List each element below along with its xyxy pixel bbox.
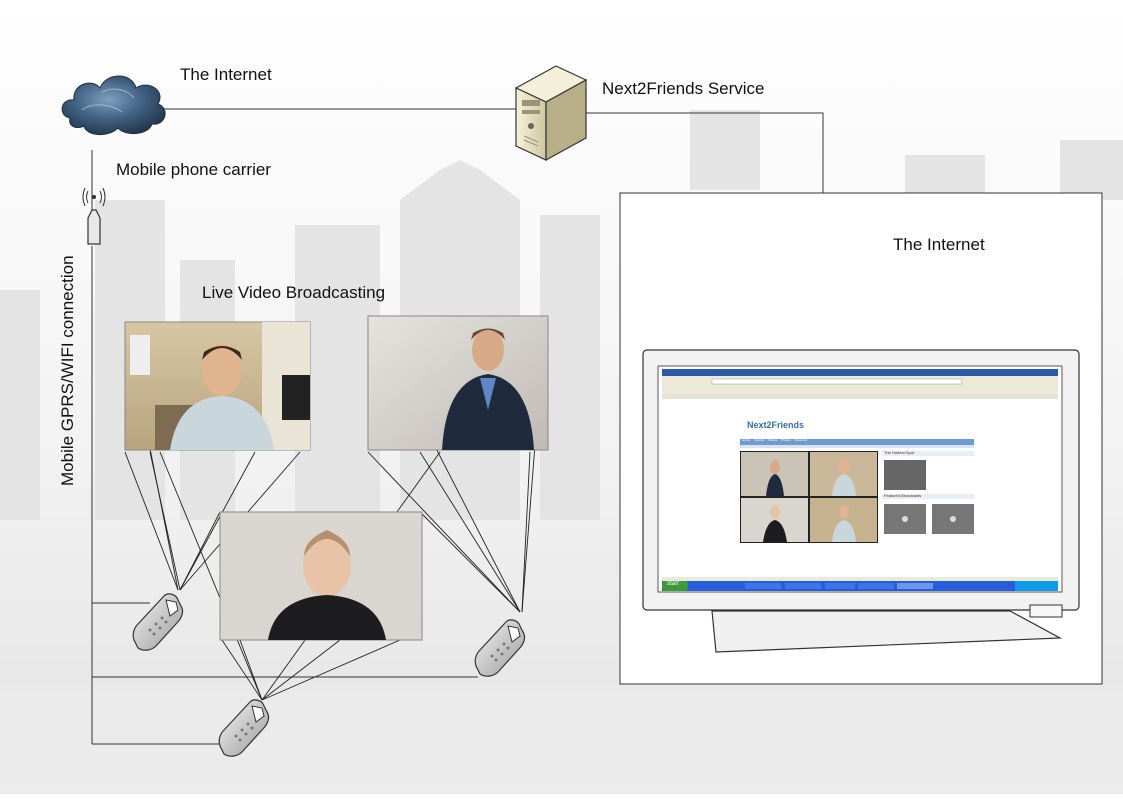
label-internet-right: The Internet <box>893 235 985 254</box>
video-frame-office <box>124 321 311 451</box>
video-frame-suit <box>367 315 549 451</box>
label-internet-top: The Internet <box>180 65 272 84</box>
service-to-internet-line <box>580 112 824 220</box>
mobile-phone-3 <box>218 699 270 757</box>
nav-friends[interactable]: Friends <box>754 438 765 442</box>
start-button[interactable]: start <box>667 581 679 587</box>
label-service: Next2Friends Service <box>602 79 765 98</box>
nav-networks[interactable]: Networks <box>794 438 808 442</box>
browser-logo: Next2Friends <box>747 420 805 430</box>
internet-cloud-top <box>61 75 166 136</box>
label-broadcast: Live Video Broadcasting <box>202 283 386 302</box>
floor-band <box>0 690 1123 794</box>
antenna-tower-icon <box>82 187 106 245</box>
label-carrier: Mobile phone carrier <box>116 160 271 179</box>
mobile-phone-1 <box>132 593 184 651</box>
nav-photos[interactable]: Photos <box>781 438 791 442</box>
browser-nav: Home Friends Videos Photos Networks <box>742 438 807 442</box>
label-connection: Mobile GPRS/WIFI connection <box>58 255 77 486</box>
mobile-phone-2 <box>474 619 526 677</box>
video-frame-portrait <box>219 511 423 641</box>
hottest-heading: The Hottest Spot <box>884 450 915 455</box>
browser-window <box>662 369 1058 591</box>
network-lines <box>91 108 824 745</box>
server-icon <box>514 65 588 162</box>
nav-home[interactable]: Home <box>742 438 751 442</box>
featured-heading: Featured Broadcasts <box>884 493 922 498</box>
nav-videos[interactable]: Videos <box>768 438 778 442</box>
